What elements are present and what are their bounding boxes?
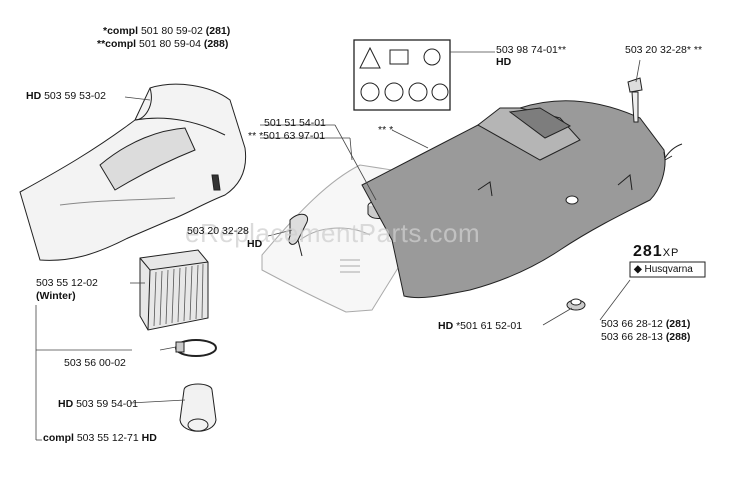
compl-281-label: *compl 501 80 59-02 (281) <box>103 25 230 37</box>
plug-grommet <box>566 298 586 311</box>
bolt-mid-suffix: HD <box>247 238 263 250</box>
kit-suffix: HD <box>141 432 157 444</box>
air-filter-element <box>139 249 209 331</box>
compl-288-model: (288) <box>203 38 229 50</box>
adapter-prefix: HD <box>58 398 74 410</box>
hd-cover-number: 503 59 53-02 <box>44 90 106 102</box>
plug-prefix: HD <box>438 320 454 332</box>
air-filter-cover <box>19 83 247 261</box>
grommet-label-a: 501 51 54-01 <box>264 117 326 129</box>
brand-badge <box>629 261 706 278</box>
compl-281-prefix: *compl <box>103 25 139 37</box>
kit-number: 503 55 12-71 <box>76 432 139 444</box>
decal-suffix: HD <box>496 56 512 68</box>
hd-cover-prefix: HD <box>26 90 42 102</box>
stars-label: ** * <box>378 124 394 136</box>
cylinder-cover <box>361 100 666 299</box>
brand-xp: XP <box>662 247 680 259</box>
filter-label: 503 55 12-02 <box>36 277 98 289</box>
adapter-label: HD 503 59 54-01 <box>58 398 138 410</box>
husqvarna-logo-icon: ◆ <box>634 264 642 275</box>
plug-label: HD *501 61 52-01 <box>438 320 522 332</box>
cyl-cover-288-label: 503 66 28-13 (288) <box>601 331 690 343</box>
compl-281-number: 501 80 59-02 <box>140 25 203 37</box>
brand-model-number: 281 <box>633 243 663 260</box>
plug-number: *501 61 52-01 <box>456 320 523 332</box>
compl-281-model: (281) <box>205 25 231 37</box>
kit-prefix: compl <box>43 432 74 444</box>
clamp-label: 503 56 00-02 <box>64 357 126 369</box>
filter-number: 503 55 12-02 <box>36 277 98 289</box>
hd-cover-label: HD 503 59 53-02 <box>26 90 106 102</box>
bolt-mid-number: 503 20 32-28 <box>187 225 249 237</box>
filter-note: (Winter) <box>36 290 76 302</box>
brand-name-text: Husqvarna <box>644 264 693 275</box>
cyl-cover-288-model: (288) <box>665 331 691 343</box>
filter-adapter <box>179 383 217 432</box>
brand-model: 281XP <box>633 243 679 261</box>
bolt-mid-label: 503 20 32-28 <box>187 225 249 237</box>
hose-clamp <box>175 339 217 357</box>
grommet-label-b: ** *501 63 97-01 <box>248 130 326 142</box>
compl-288-number: 501 80 59-04 <box>139 38 201 50</box>
adapter-number: 503 59 54-01 <box>76 398 138 410</box>
decal-label: 503 98 74-01** <box>496 44 567 56</box>
cyl-cover-281-label: 503 66 28-12 (281) <box>601 318 690 330</box>
bolt-top <box>627 77 683 161</box>
cyl-cover-281-model: (281) <box>665 318 691 330</box>
cyl-cover-288-number: 503 66 28-13 <box>601 331 663 343</box>
brand-name: ◆ Husqvarna <box>634 264 693 275</box>
leader-lines <box>35 51 641 441</box>
cyl-cover-281-number: 503 66 28-12 <box>601 318 663 330</box>
watermark: eReplacementParts.com <box>185 218 481 248</box>
cylinder-housing <box>261 164 399 313</box>
clamp-number: 503 56 00-02 <box>64 357 126 369</box>
wire-loop <box>288 213 308 257</box>
warning-decal <box>353 39 451 111</box>
compl-288-label: **compl 501 80 59-04 (288) <box>97 38 228 50</box>
kit-label: compl 503 55 12-71 HD <box>43 432 157 444</box>
compl-288-prefix: **compl <box>97 38 137 50</box>
bolt-top-label: 503 20 32-28* ** <box>625 44 703 56</box>
